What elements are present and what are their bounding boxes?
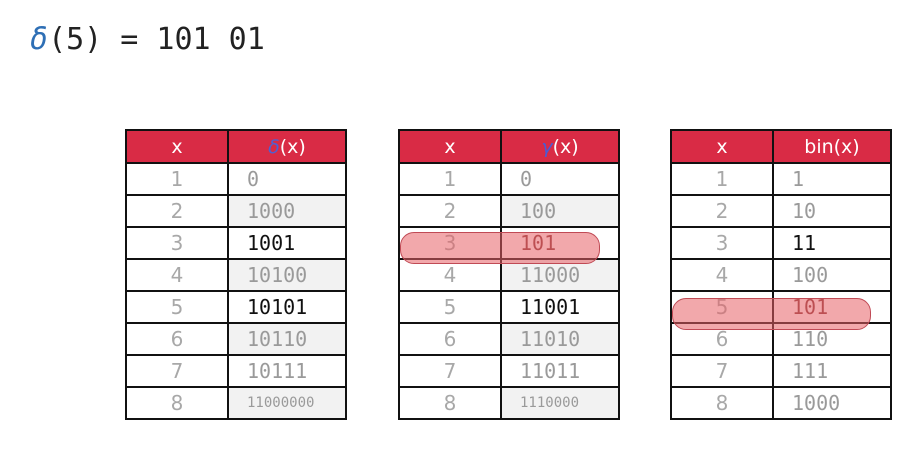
x-cell: 7 — [126, 354, 229, 387]
gamma-header: γ(x) — [501, 130, 619, 163]
value-cell: 1 — [773, 162, 891, 195]
x-cell: 8 — [126, 386, 229, 419]
formula-expression: (5) = 101 01 — [48, 22, 265, 57]
table-header-row: x δ(x) — [126, 130, 346, 163]
x-header: x — [126, 130, 229, 163]
bin-header-label: bin(x) — [804, 135, 860, 158]
value-cell: 11 — [773, 226, 891, 259]
x-cell: 5 — [399, 290, 502, 323]
x-cell: 1 — [126, 162, 229, 195]
x-cell: 6 — [399, 322, 502, 355]
delta-header: δ(x) — [228, 130, 346, 163]
delta-symbol: δ — [30, 22, 49, 57]
value-cell: 11011 — [501, 354, 619, 387]
table-header-row: x γ(x) — [399, 130, 619, 163]
value-cell: 1000 — [228, 194, 346, 227]
table-header-row: x bin(x) — [671, 130, 891, 163]
x-cell: 7 — [671, 354, 774, 387]
value-cell: 1000 — [773, 386, 891, 419]
gamma-header-symbol: γ — [541, 135, 553, 158]
value-cell: 100 — [773, 258, 891, 291]
x-cell: 5 — [126, 290, 229, 323]
x-cell: 7 — [399, 354, 502, 387]
x-cell: 4 — [126, 258, 229, 291]
value-cell: 1110000 — [501, 386, 619, 419]
value-cell: 111 — [773, 354, 891, 387]
bin-header: bin(x) — [773, 130, 891, 163]
value-cell: 11010 — [501, 322, 619, 355]
value-cell: 0 — [228, 162, 346, 195]
value-cell: 10111 — [228, 354, 346, 387]
x-cell: 2 — [671, 194, 774, 227]
value-cell: 1001 — [228, 226, 346, 259]
value-cell: 11000000 — [228, 386, 346, 419]
gamma-row-highlight — [400, 232, 600, 264]
value-cell: 10101 — [228, 290, 346, 323]
x-cell: 8 — [671, 386, 774, 419]
value-cell: 0 — [501, 162, 619, 195]
value-cell: 11001 — [501, 290, 619, 323]
x-cell: 2 — [126, 194, 229, 227]
x-header: x — [399, 130, 502, 163]
x-cell: 6 — [126, 322, 229, 355]
delta-header-suffix: (x) — [279, 135, 306, 158]
x-cell: 1 — [399, 162, 502, 195]
value-cell: 10110 — [228, 322, 346, 355]
value-cell: 100 — [501, 194, 619, 227]
x-cell: 2 — [399, 194, 502, 227]
x-cell: 3 — [126, 226, 229, 259]
x-cell: 3 — [671, 226, 774, 259]
binary-row-highlight — [672, 298, 871, 330]
x-cell: 8 — [399, 386, 502, 419]
formula: δ(5) = 101 01 — [30, 22, 265, 57]
value-cell: 10100 — [228, 258, 346, 291]
delta-header-symbol: δ — [268, 135, 280, 158]
value-cell: 10 — [773, 194, 891, 227]
x-cell: 4 — [671, 258, 774, 291]
x-header: x — [671, 130, 774, 163]
gamma-header-suffix: (x) — [552, 135, 579, 158]
x-cell: 1 — [671, 162, 774, 195]
